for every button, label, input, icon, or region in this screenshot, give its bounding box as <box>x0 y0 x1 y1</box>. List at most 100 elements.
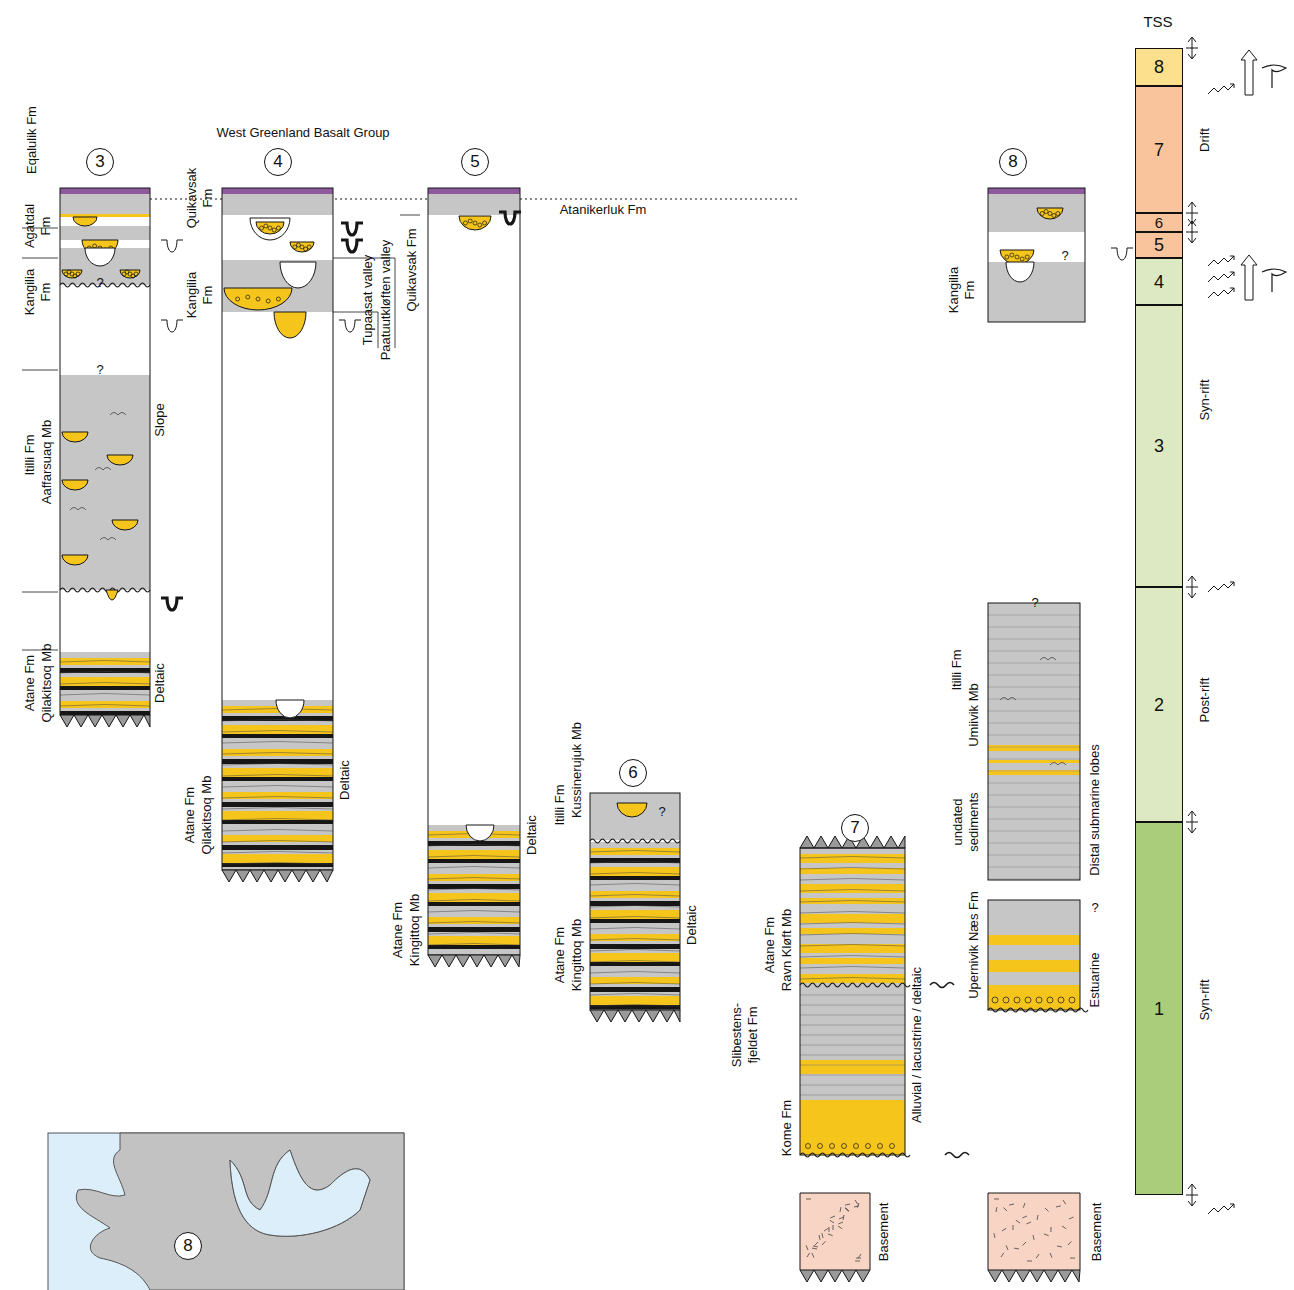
strat-stroke <box>161 320 183 332</box>
unit-label: Tupaasat valley <box>360 255 376 346</box>
layer-band <box>428 945 520 949</box>
layer-band <box>590 987 680 992</box>
strat-stroke <box>1186 222 1198 242</box>
strat-stroke <box>112 520 138 530</box>
strat-stroke <box>222 764 333 766</box>
strat-stroke <box>222 870 333 882</box>
layer-band <box>800 898 905 904</box>
layer-band <box>800 958 905 964</box>
pebble <box>1052 214 1056 218</box>
unit-label: Kangilia Fm <box>946 260 978 320</box>
strat-stroke <box>62 270 82 278</box>
strat-stroke <box>1002 1228 1006 1231</box>
layer-band <box>988 900 1080 1010</box>
layer-band <box>60 652 150 658</box>
strat-stroke <box>822 1233 823 1238</box>
layer-band <box>222 792 333 799</box>
pebble <box>1047 997 1053 1003</box>
layer-band <box>428 936 520 945</box>
strat-stroke <box>800 1045 905 1046</box>
layer-band <box>60 188 150 652</box>
strat-stroke <box>107 455 133 465</box>
strat-stroke <box>466 825 494 841</box>
strat-stroke <box>1050 763 1066 766</box>
pebble <box>1056 212 1060 216</box>
strat-stroke <box>590 906 680 908</box>
layer-band <box>590 949 680 953</box>
strat-stroke <box>828 1234 833 1236</box>
strat-stroke <box>1023 1242 1026 1246</box>
layer-band <box>590 876 680 880</box>
unit-label: Deltaic <box>152 663 168 703</box>
layer-band <box>800 868 905 874</box>
strat-stroke <box>222 720 333 722</box>
strat-stroke <box>1037 1215 1039 1220</box>
layer-band <box>800 953 905 958</box>
strat-stroke <box>988 759 1080 760</box>
strat-stroke <box>988 867 1080 868</box>
strat-stroke <box>988 843 1080 844</box>
strat-stroke <box>800 1075 905 1076</box>
layer-band <box>222 759 333 764</box>
pebble <box>272 228 276 232</box>
layer-band <box>988 262 1085 322</box>
layer-band <box>60 677 150 686</box>
layer-band <box>590 858 680 863</box>
layer-band <box>222 764 333 768</box>
layer-band <box>222 786 333 792</box>
strat-stroke <box>222 742 333 744</box>
strat-stroke <box>590 873 680 875</box>
section-number-circle: 8 <box>999 148 1027 176</box>
pebble <box>236 297 240 301</box>
section-number-circle: 4 <box>264 148 292 176</box>
layer-band <box>590 996 680 1005</box>
unit-label: Atane Fm <box>390 902 406 958</box>
node-number: 8 <box>1008 152 1017 172</box>
layer-band <box>590 984 680 987</box>
layer-band <box>222 854 333 863</box>
strat-stroke <box>812 1248 817 1250</box>
layer-band <box>590 977 680 984</box>
strat-stroke <box>60 672 150 674</box>
strat-stroke <box>800 945 905 947</box>
strat-stroke <box>1186 203 1198 223</box>
layer-band <box>800 1060 905 1074</box>
layer-band <box>590 885 680 891</box>
strat-stroke <box>830 1216 835 1218</box>
layer-band <box>428 924 520 927</box>
pebble <box>260 226 264 230</box>
strat-stroke <box>1003 1208 1007 1211</box>
annotation-label: ? <box>96 362 103 378</box>
unit-label: Alluvial / lacustrine / deltaic <box>909 967 925 1123</box>
strat-stroke <box>800 978 905 980</box>
strat-stroke <box>222 841 333 843</box>
layer-band <box>800 938 905 944</box>
pebble <box>818 1144 823 1149</box>
pebble <box>246 295 250 299</box>
strat-stroke <box>800 857 905 859</box>
strat-stroke <box>800 923 905 925</box>
strat-stroke <box>1068 1241 1071 1245</box>
layer-band <box>590 934 680 941</box>
layer-band <box>60 188 150 715</box>
strat-stroke <box>1208 256 1234 266</box>
unit-label: Upernivik Næs Fm <box>966 891 982 999</box>
pebble <box>473 221 477 225</box>
strat-stroke <box>988 699 1080 700</box>
layer-band <box>60 708 150 711</box>
strat-stroke <box>590 839 680 843</box>
strat-stroke <box>590 862 680 864</box>
layer-band <box>222 835 333 842</box>
layer-band <box>428 927 520 932</box>
strat-stroke <box>800 1005 905 1006</box>
layer-band <box>800 874 905 878</box>
layer-band <box>590 928 680 934</box>
strat-stroke <box>800 1015 905 1016</box>
pebble <box>1025 997 1031 1003</box>
layer-band <box>222 811 333 820</box>
strat-stroke <box>222 852 333 854</box>
layer-band <box>590 910 680 919</box>
unit-label: Qilakitsoq Mb <box>199 776 215 855</box>
strat-stroke <box>1050 1227 1051 1232</box>
strat-stroke <box>60 683 150 685</box>
